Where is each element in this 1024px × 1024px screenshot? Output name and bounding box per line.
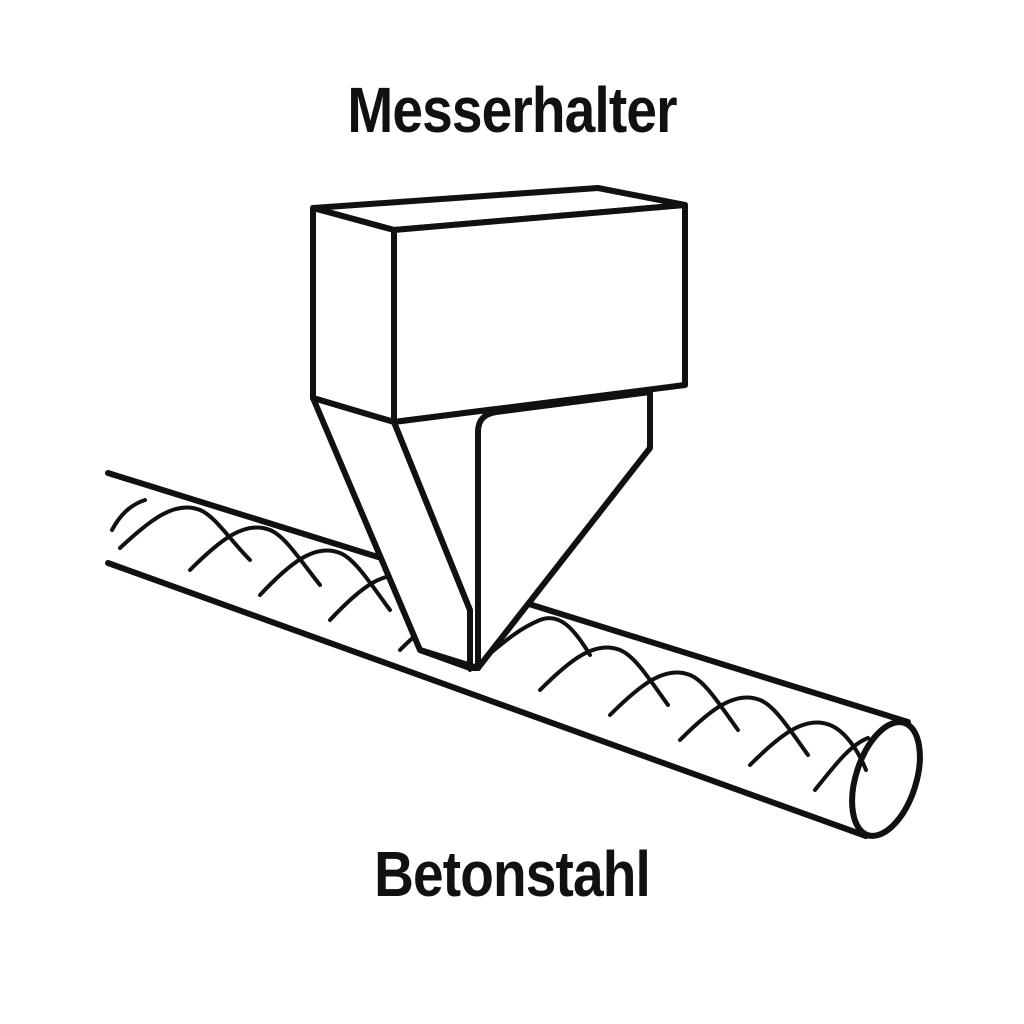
rebar-bottom-edge bbox=[105, 560, 869, 839]
rebar-left-end bbox=[110, 498, 147, 532]
rebar-end-face bbox=[849, 719, 923, 839]
knife-holder-label: Messerhalter bbox=[347, 74, 677, 146]
knife-blade bbox=[310, 389, 653, 671]
knife-holder-left-face bbox=[310, 205, 397, 425]
knife-blade-inner-edge bbox=[475, 389, 653, 671]
knife-holder-front-face bbox=[391, 202, 688, 425]
blade-contact-line bbox=[417, 647, 481, 671]
knife-holder bbox=[310, 185, 688, 425]
rebar-label: Betonstahl bbox=[374, 838, 651, 910]
